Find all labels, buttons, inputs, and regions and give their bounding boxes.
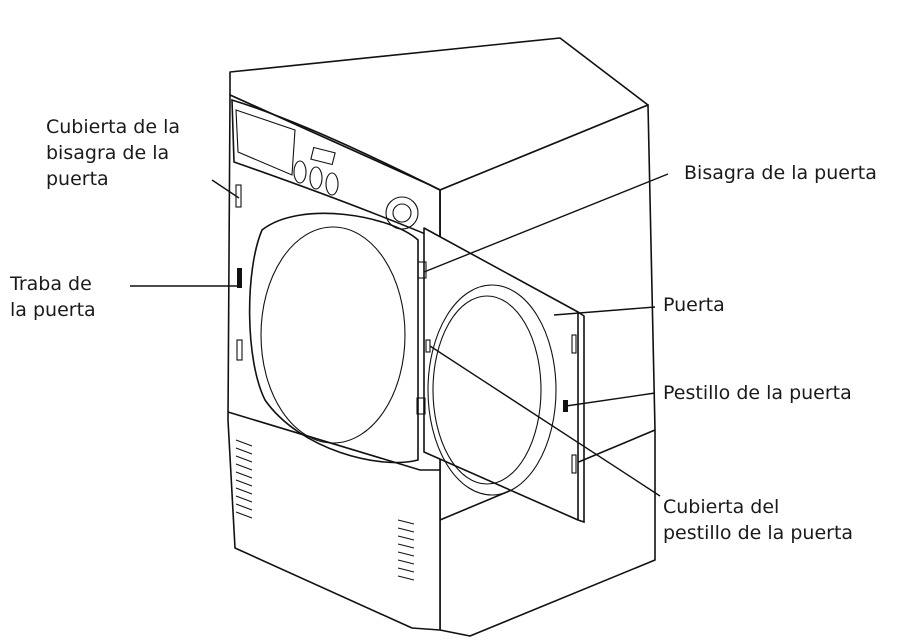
hinge-cover-lower xyxy=(236,339,243,361)
leader-door-latch xyxy=(565,392,656,407)
kick-panel xyxy=(227,411,440,471)
control-panel-recess xyxy=(235,109,296,176)
dial-knob-inner-icon xyxy=(392,203,412,223)
label-door-hinge: Bisagra de la puerta xyxy=(684,162,877,184)
label-door: Puerta xyxy=(663,294,725,316)
leader-door-hinge xyxy=(423,173,669,273)
label-door-stop: Traba de la puerta xyxy=(10,273,96,321)
door-opening xyxy=(248,212,419,464)
door-latch xyxy=(563,400,568,412)
dryer-front xyxy=(227,94,441,631)
button-icon xyxy=(325,172,339,196)
hinge-upper xyxy=(417,261,427,279)
door-trim-lower xyxy=(571,454,577,474)
control-panel xyxy=(231,98,441,242)
vent-grille-right xyxy=(397,519,415,581)
button-icon xyxy=(293,160,307,184)
label-hinge-cover: Cubierta de la bisagra de la puerta xyxy=(46,116,180,190)
door-glass xyxy=(427,284,557,496)
leader-door xyxy=(553,306,656,316)
door-stop-mark xyxy=(237,268,242,288)
leader-latch-cover xyxy=(429,345,661,497)
door-edge xyxy=(577,311,585,524)
drum-opening xyxy=(260,226,406,444)
button-icon xyxy=(309,166,323,190)
leader-hinge-cover xyxy=(211,179,240,199)
label-latch-cover: Cubierta del pestillo de la puerta xyxy=(663,496,854,544)
display-window xyxy=(310,146,336,166)
vent-grille-left xyxy=(235,439,253,519)
label-door-latch: Pestillo de la puerta xyxy=(663,382,852,404)
door-trim-upper xyxy=(571,334,577,354)
door-glass-inner xyxy=(432,295,542,485)
hinge-lower xyxy=(416,397,426,415)
